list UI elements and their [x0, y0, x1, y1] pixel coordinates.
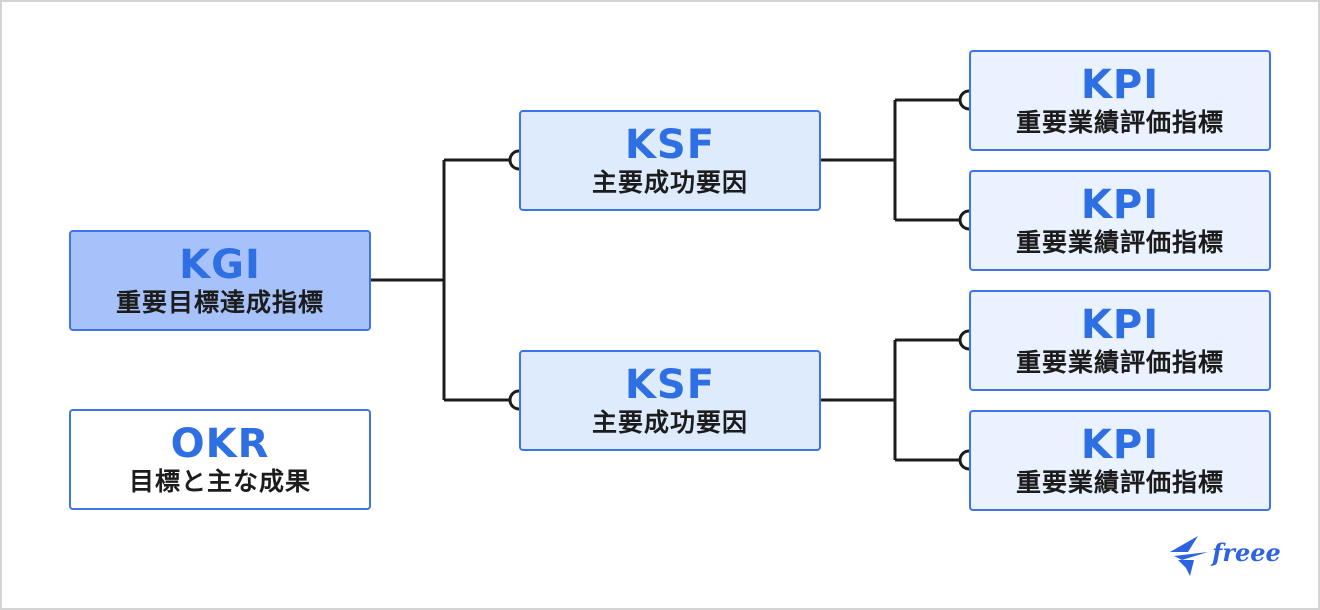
kpi-desc: 重要業績評価指標: [1015, 227, 1224, 257]
kpi-node-4: KPI 重要業績評価指標: [969, 410, 1271, 511]
ksf-abbr: KSF: [624, 121, 716, 168]
kpi-abbr: KPI: [1080, 421, 1160, 468]
kpi-desc: 重要業績評価指標: [1015, 347, 1224, 377]
kgi-node: KGI 重要目標達成指標: [69, 230, 371, 331]
freee-logo-text: freee: [1212, 538, 1281, 567]
kgi-desc: 重要目標達成指標: [115, 287, 324, 317]
freee-bird-logo-icon: [1170, 536, 1208, 576]
kgi-abbr: KGI: [179, 241, 261, 288]
ksf-desc: 主要成功要因: [591, 167, 748, 197]
ksf-abbr: KSF: [624, 361, 716, 408]
okr-node: OKR 目標と主な成果: [69, 409, 371, 510]
kpi-abbr: KPI: [1080, 301, 1160, 348]
okr-desc: 目標と主な成果: [128, 466, 311, 496]
kpi-node-1: KPI 重要業績評価指標: [969, 50, 1271, 151]
kpi-desc: 重要業績評価指標: [1015, 107, 1224, 137]
kpi-node-3: KPI 重要業績評価指標: [969, 290, 1271, 391]
kpi-abbr: KPI: [1080, 181, 1160, 228]
ksf-node-2: KSF 主要成功要因: [519, 350, 821, 451]
kpi-abbr: KPI: [1080, 61, 1160, 108]
okr-abbr: OKR: [170, 420, 270, 467]
kpi-node-2: KPI 重要業績評価指標: [969, 170, 1271, 271]
ksf-node-1: KSF 主要成功要因: [519, 110, 821, 211]
kpi-desc: 重要業績評価指標: [1015, 467, 1224, 497]
ksf-desc: 主要成功要因: [591, 407, 748, 437]
